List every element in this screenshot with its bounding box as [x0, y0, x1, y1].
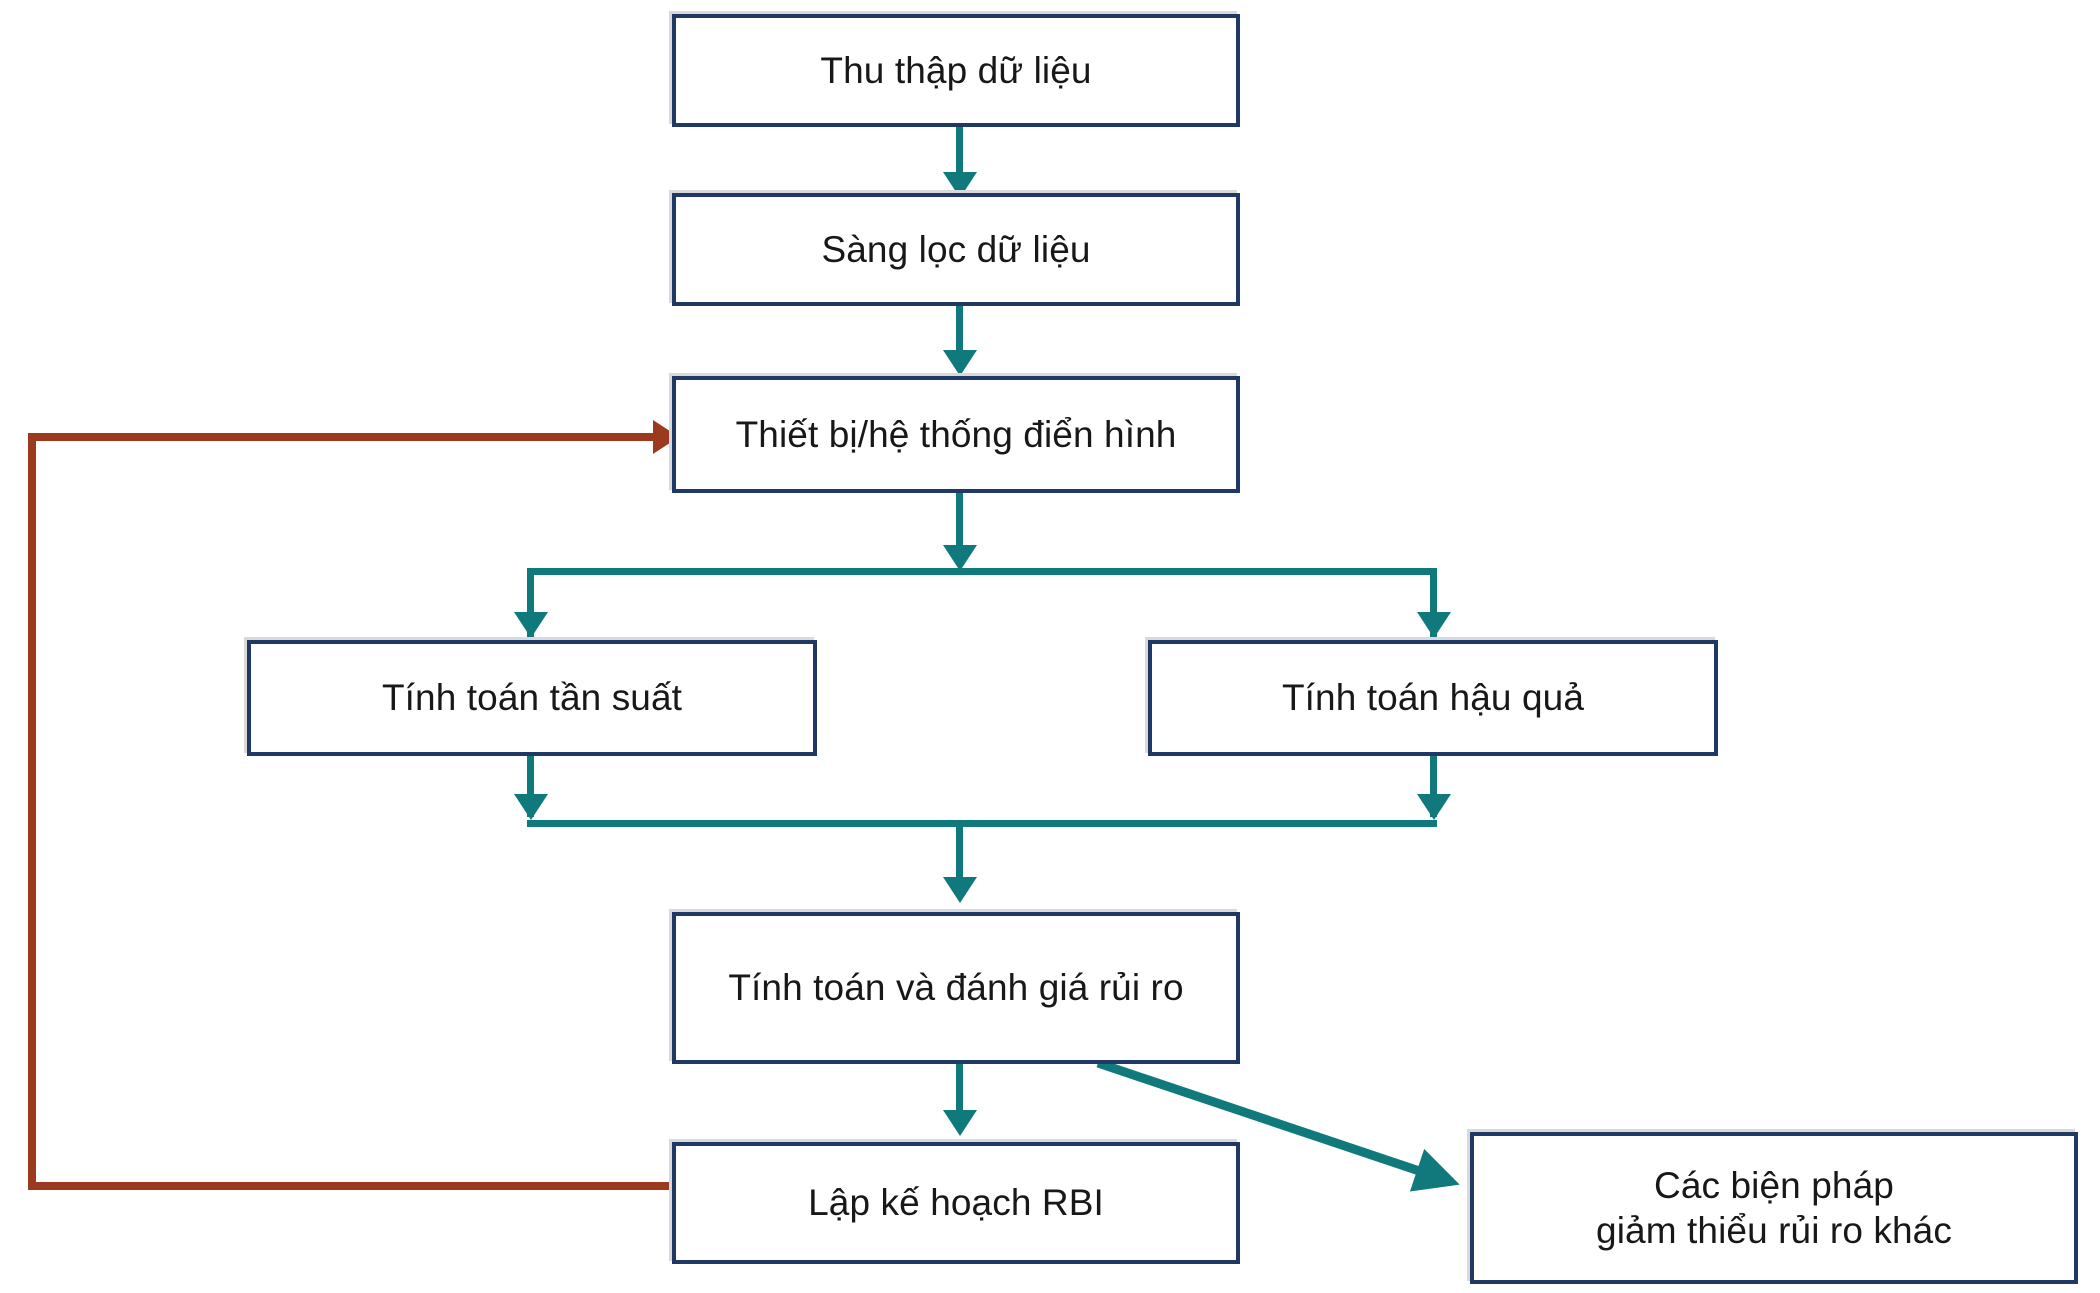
- merge-left-leg: [527, 755, 534, 817]
- flow-arrowhead-3-icon: [943, 545, 977, 571]
- node-other-mitigation[interactable]: Các biện pháp giảm thiểu rủi ro khác: [1470, 1132, 2078, 1284]
- merge-right-arrowhead-icon: [1417, 794, 1451, 820]
- split-right-arrowhead-icon: [1417, 612, 1451, 638]
- node-label: Thiết bị/hệ thống điển hình: [735, 413, 1177, 455]
- flow-edge-1-line: [956, 127, 963, 179]
- split-right-leg: [1430, 568, 1437, 638]
- split-left-arrowhead-icon: [514, 612, 548, 638]
- merge-to-risk-line: [956, 820, 963, 882]
- flow-edge-risk-to-rbi-line: [956, 1055, 963, 1117]
- merge-bar: [527, 820, 1437, 827]
- feedback-edge-bottom-segment: [28, 1182, 673, 1190]
- node-typical-equipment[interactable]: Thiết bị/hệ thống điển hình: [672, 376, 1240, 493]
- flow-arrowhead-rbi-icon: [943, 1110, 977, 1136]
- flow-edge-3-line: [956, 492, 963, 552]
- merge-left-arrowhead-icon: [514, 794, 548, 820]
- feedback-edge-left-segment: [28, 433, 36, 1190]
- flow-edge-2-line: [956, 305, 963, 357]
- split-bar: [527, 568, 1437, 575]
- node-risk-evaluation[interactable]: Tính toán và đánh giá rủi ro: [672, 912, 1240, 1064]
- node-data-collection[interactable]: Thu thập dữ liệu: [672, 14, 1240, 127]
- merge-right-leg: [1430, 755, 1437, 817]
- node-label: Thu thập dữ liệu: [820, 49, 1092, 91]
- flow-arrowhead-2-icon: [943, 350, 977, 376]
- node-label: Tính toán và đánh giá rủi ro: [728, 967, 1184, 1009]
- node-label: Lập kế hoạch RBI: [808, 1182, 1104, 1224]
- split-left-leg: [527, 568, 534, 638]
- node-consequence-calc[interactable]: Tính toán hậu quả: [1148, 640, 1718, 756]
- node-data-screening[interactable]: Sàng lọc dữ liệu: [672, 193, 1240, 306]
- node-rbi-planning[interactable]: Lập kế hoạch RBI: [672, 1142, 1240, 1264]
- merge-arrowhead-icon: [943, 877, 977, 903]
- node-label: Tính toán tần suất: [381, 677, 683, 719]
- feedback-edge-top-segment: [28, 433, 653, 441]
- node-label: Sàng lọc dữ liệu: [821, 228, 1091, 270]
- node-label: Tính toán hậu quả: [1281, 677, 1585, 719]
- node-frequency-calc[interactable]: Tính toán tần suất: [247, 640, 817, 756]
- node-label: Các biện pháp giảm thiểu rủi ro khác: [1596, 1164, 1952, 1251]
